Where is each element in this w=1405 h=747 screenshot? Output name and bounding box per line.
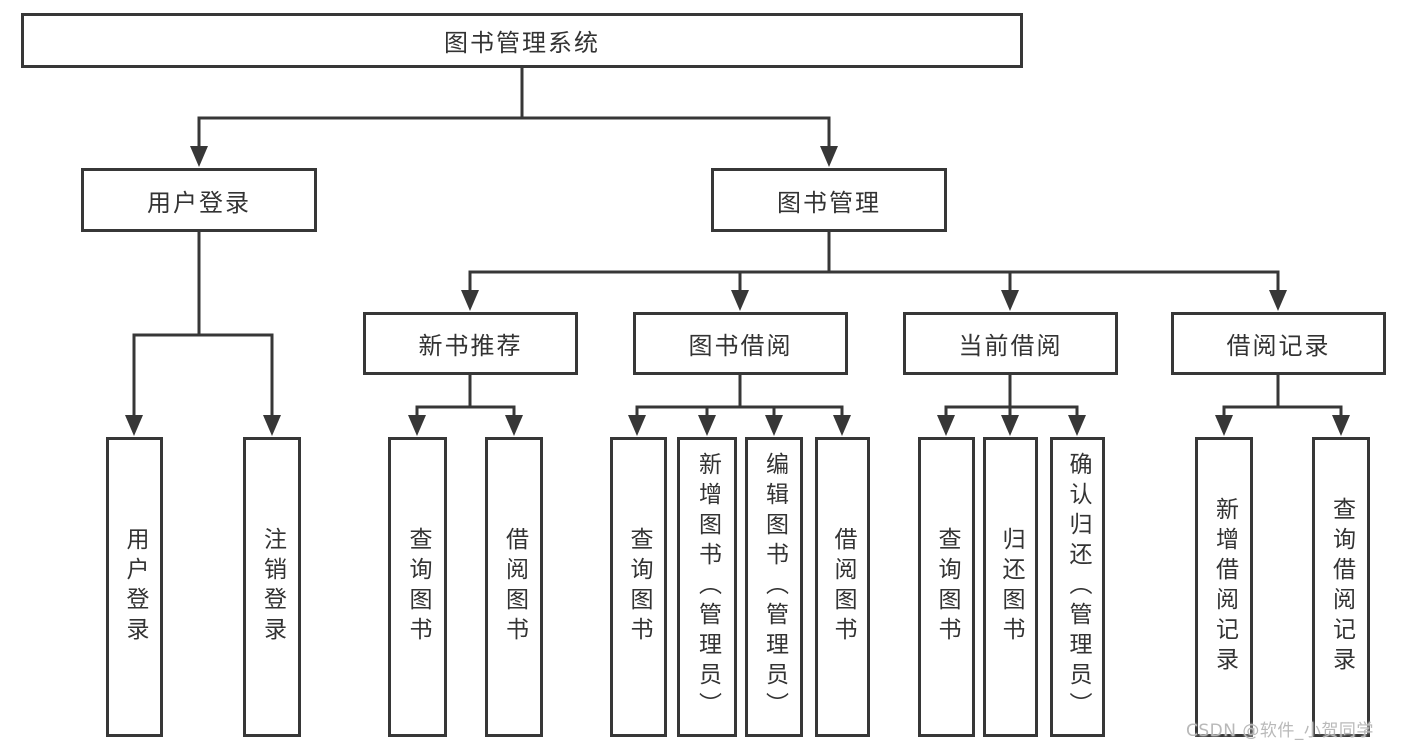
leaf-add-book-admin: 新增图书（管理员） — [677, 437, 737, 737]
leaf-return-books: 归还图书 — [983, 437, 1038, 737]
leaf-query-borrow-record-label: 查询借阅记录 — [1328, 497, 1355, 677]
node-borrow-records-label: 借阅记录 — [1226, 332, 1331, 360]
node-root: 图书管理系统 — [21, 13, 1023, 68]
leaf-logout-login-label: 注销登录 — [259, 527, 286, 647]
leaf-borrow-books-2-label: 借阅图书 — [830, 527, 856, 647]
csdn-watermark: CSDN @软件_小贺同学 — [1186, 721, 1374, 741]
leaf-borrow-books-1: 借阅图书 — [485, 437, 543, 737]
node-current-borrow: 当前借阅 — [903, 312, 1118, 375]
leaf-logout-login: 注销登录 — [243, 437, 301, 737]
node-book-borrow: 图书借阅 — [633, 312, 848, 375]
node-new-book-recommend: 新书推荐 — [363, 312, 578, 375]
arrowheads — [125, 146, 1350, 436]
node-new-book-recommend-label: 新书推荐 — [418, 332, 523, 360]
leaf-borrow-books-1-label: 借阅图书 — [501, 527, 528, 647]
leaf-user-login-label: 用户登录 — [122, 527, 148, 647]
leaf-query-books-2-label: 查询图书 — [626, 527, 652, 647]
leaf-return-books-label: 归还图书 — [998, 527, 1024, 647]
leaf-add-book-admin-label: 新增图书（管理员） — [694, 452, 721, 722]
leaf-confirm-return-admin: 确认归还（管理员） — [1050, 437, 1105, 737]
leaf-query-borrow-record: 查询借阅记录 — [1312, 437, 1370, 737]
leaf-borrow-books-2: 借阅图书 — [815, 437, 870, 737]
node-root-label: 图书管理系统 — [444, 29, 600, 57]
node-user-login: 用户登录 — [81, 168, 317, 232]
leaf-query-books-3-label: 查询图书 — [934, 527, 960, 647]
leaf-add-borrow-record-label: 新增借阅记录 — [1211, 497, 1238, 677]
node-book-borrow-label: 图书借阅 — [688, 332, 793, 360]
node-book-management: 图书管理 — [711, 168, 947, 232]
leaf-add-borrow-record: 新增借阅记录 — [1195, 437, 1253, 737]
leaf-edit-book-admin: 编辑图书（管理员） — [745, 437, 803, 737]
node-borrow-records: 借阅记录 — [1171, 312, 1386, 375]
leaf-edit-book-admin-label: 编辑图书（管理员） — [761, 452, 788, 722]
leaf-user-login: 用户登录 — [106, 437, 163, 737]
leaf-query-books-1: 查询图书 — [388, 437, 447, 737]
node-user-login-label: 用户登录 — [147, 188, 251, 217]
node-book-management-label: 图书管理 — [777, 188, 881, 217]
node-current-borrow-label: 当前借阅 — [958, 332, 1063, 360]
leaf-query-books-3: 查询图书 — [918, 437, 975, 737]
leaf-query-books-2: 查询图书 — [610, 437, 667, 737]
leaf-query-books-1-label: 查询图书 — [405, 527, 431, 647]
leaf-confirm-return-admin-label: 确认归还（管理员） — [1065, 452, 1091, 722]
